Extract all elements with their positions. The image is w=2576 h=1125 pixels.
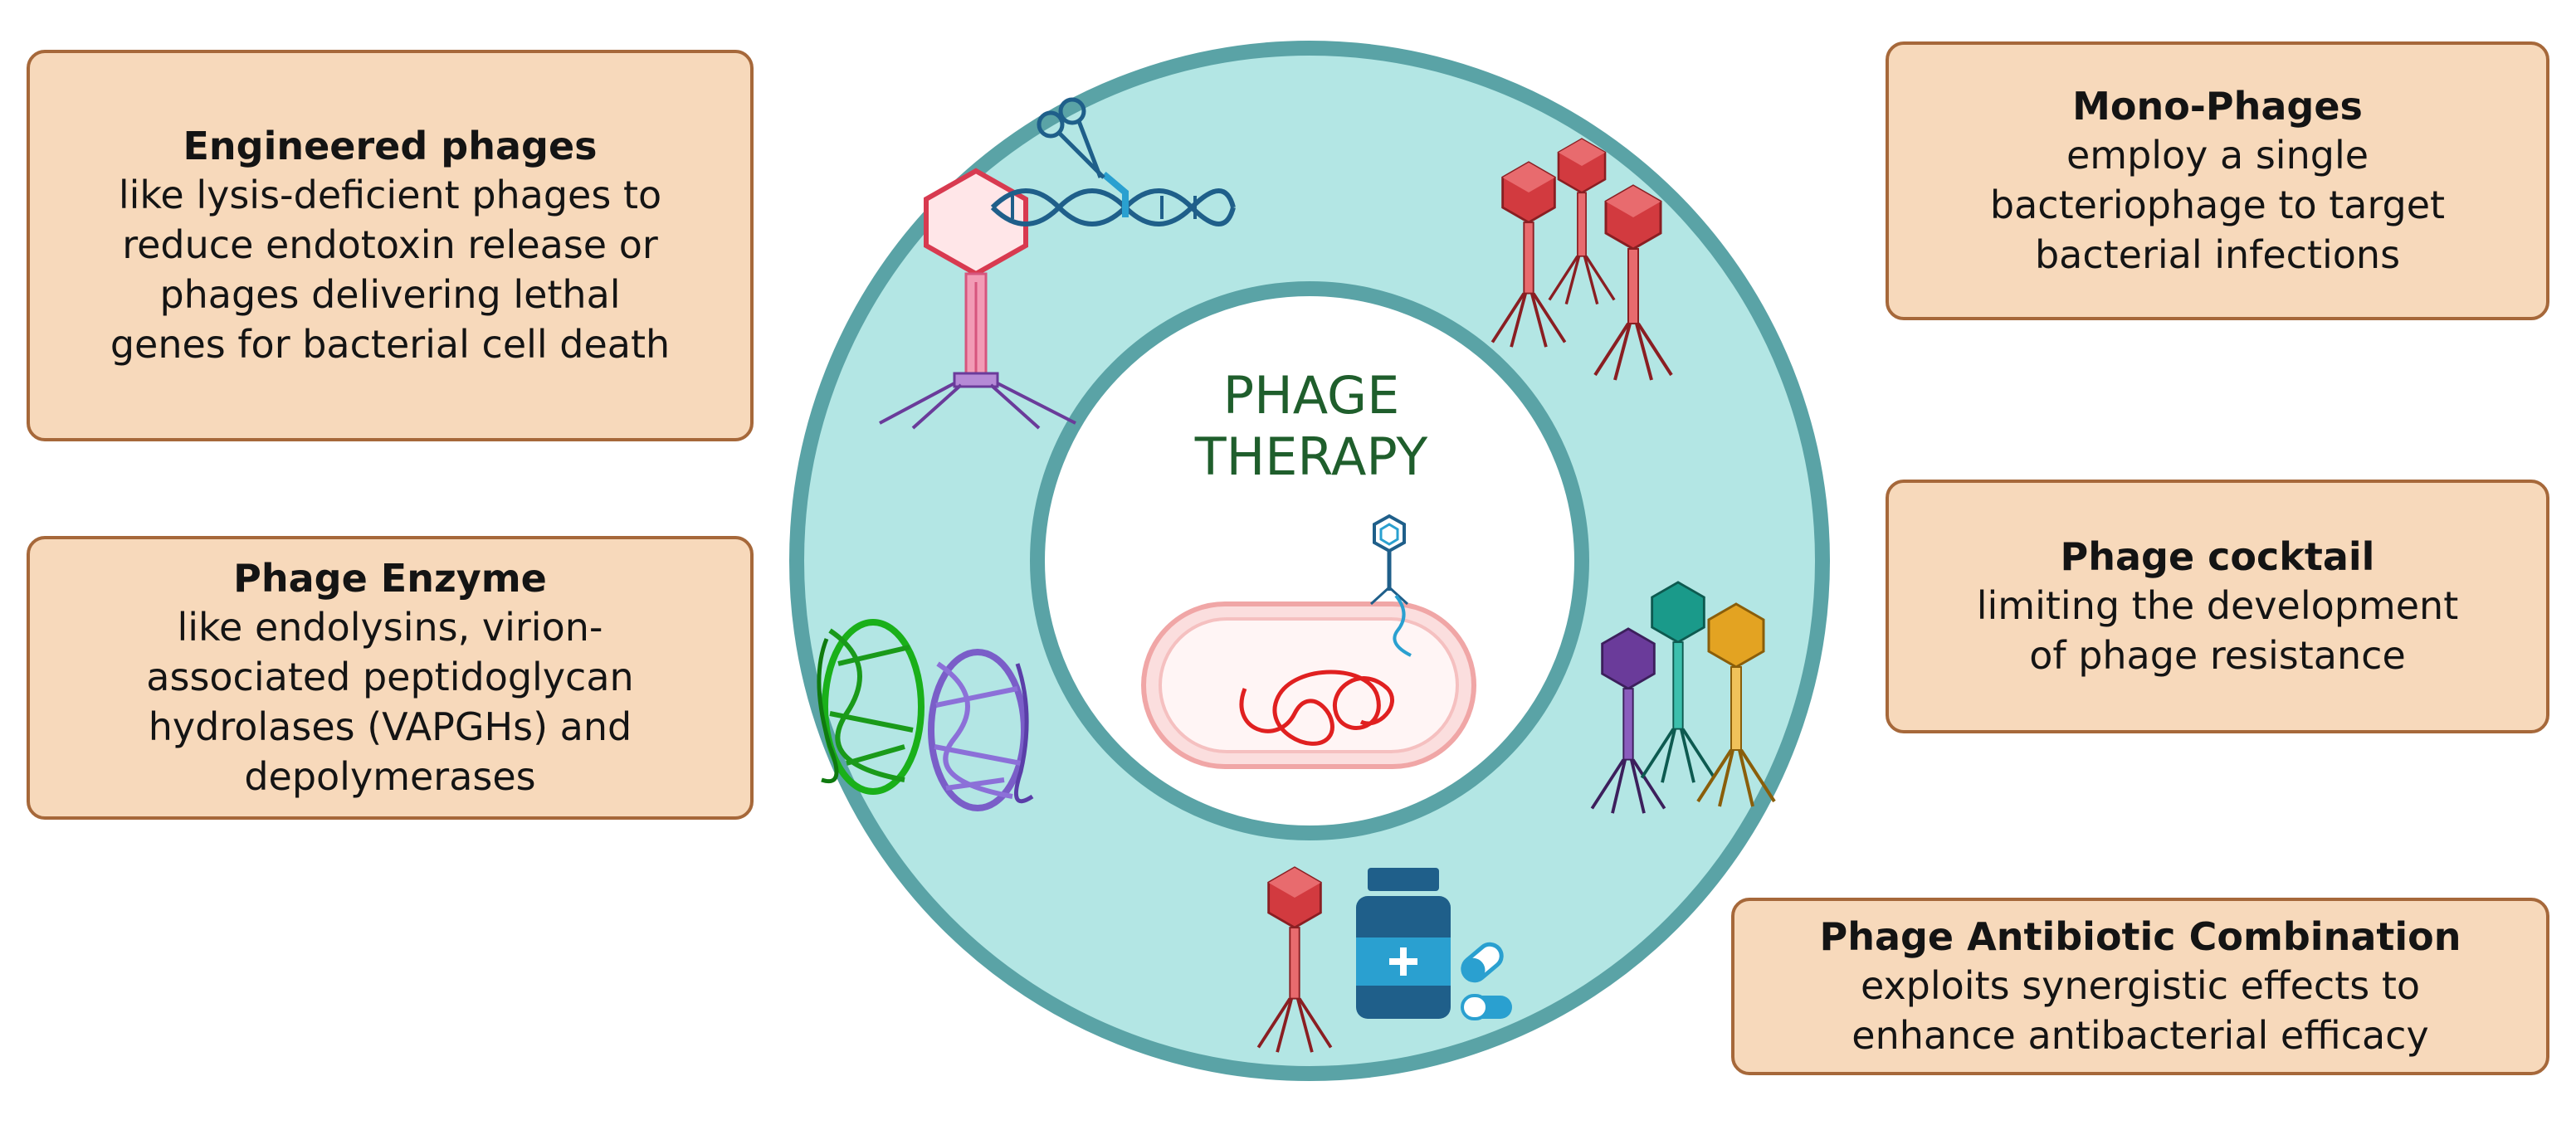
pill-icon	[1461, 942, 1512, 1020]
phage-enzyme-description: like endolysins, virion- associated pept…	[146, 605, 634, 799]
engineered-phages-description: like lysis-deficient phages to reduce en…	[110, 173, 671, 367]
engineered-phage-icon	[879, 168, 1076, 430]
engineered-phages-title: Engineered phages	[183, 124, 598, 168]
phage-cocktail-description: limiting the development of phage resist…	[1976, 583, 2459, 678]
phage-cocktail-title: Phage cocktail	[2060, 534, 2375, 579]
mono-phages-description: employ a single bacteriophage to target …	[1989, 133, 2446, 277]
phage-antibiotic-combination-description: exploits synergistic effects to enhance …	[1852, 963, 2429, 1058]
mono-phages-title: Mono-Phages	[2072, 84, 2363, 129]
phage-antibiotic-combination-title: Phage Antibiotic Combination	[1819, 914, 2461, 959]
antibiotic-bottle-icon	[1356, 868, 1451, 1019]
enzyme-protein-icon	[817, 619, 1034, 811]
phage-enzyme-box: Phage Enzyme like endolysins, virion- as…	[27, 536, 754, 820]
center-title: PHAGE THERAPY	[1194, 365, 1428, 487]
bacterium-icon	[1141, 601, 1476, 769]
phage-antibiotic-combination-box: Phage Antibiotic Combination exploits sy…	[1731, 898, 2549, 1075]
mono-phages-box: Mono-Phages employ a single bacteriophag…	[1886, 41, 2549, 320]
phage-enzyme-title: Phage Enzyme	[233, 556, 547, 601]
phage-cocktail-box: Phage cocktail limiting the development …	[1886, 480, 2549, 733]
dna-scissors-icon	[990, 97, 1236, 226]
small-phage-icon	[1369, 514, 1412, 657]
engineered-phages-box: Engineered phages like lysis-deficient p…	[27, 50, 754, 441]
